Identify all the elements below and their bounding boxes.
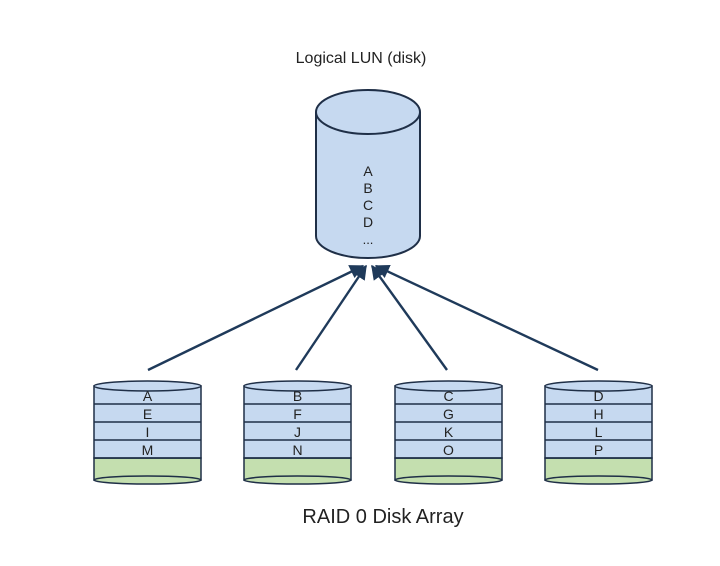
disk-block-label: L: [595, 424, 603, 440]
lun-block-label: D: [363, 214, 373, 230]
disk-block-label: P: [594, 442, 603, 458]
disk-block-label: M: [142, 442, 154, 458]
arrow-disk1: [147, 264, 365, 372]
disk-block-label: B: [293, 388, 302, 404]
lun-block-label: C: [363, 197, 373, 213]
disk-block-label: C: [443, 388, 453, 404]
disk-block-label: J: [294, 424, 301, 440]
disk-block-label: D: [593, 388, 603, 404]
arrow-disk4: [374, 264, 599, 372]
logical-lun-cylinder: A B C D ...: [315, 89, 421, 259]
lun-title: Logical LUN (disk): [296, 50, 427, 67]
disk-block-label: H: [593, 406, 603, 422]
disk-block-label: F: [293, 406, 302, 422]
disk-block-label: N: [292, 442, 302, 458]
diagram-caption: RAID 0 Disk Array: [302, 506, 463, 528]
disk-block-label: O: [443, 442, 454, 458]
arrow-disk2: [295, 264, 367, 371]
disk-3: C G K O: [394, 380, 503, 485]
disk-block-label: K: [444, 424, 454, 440]
disk-4: D H L P: [544, 380, 653, 485]
disk-block-label: A: [143, 388, 153, 404]
disk-2: B F J N: [243, 380, 352, 485]
lun-block-label: ...: [363, 232, 374, 247]
disk-block-label: G: [443, 406, 454, 422]
disk-block-label: I: [146, 424, 150, 440]
lun-block-label: B: [363, 180, 372, 196]
disk-1: A E I M: [93, 380, 202, 485]
arrows: [147, 264, 599, 372]
lun-block-label: A: [363, 163, 373, 179]
arrow-disk3: [371, 264, 448, 371]
disk-block-label: E: [143, 406, 152, 422]
